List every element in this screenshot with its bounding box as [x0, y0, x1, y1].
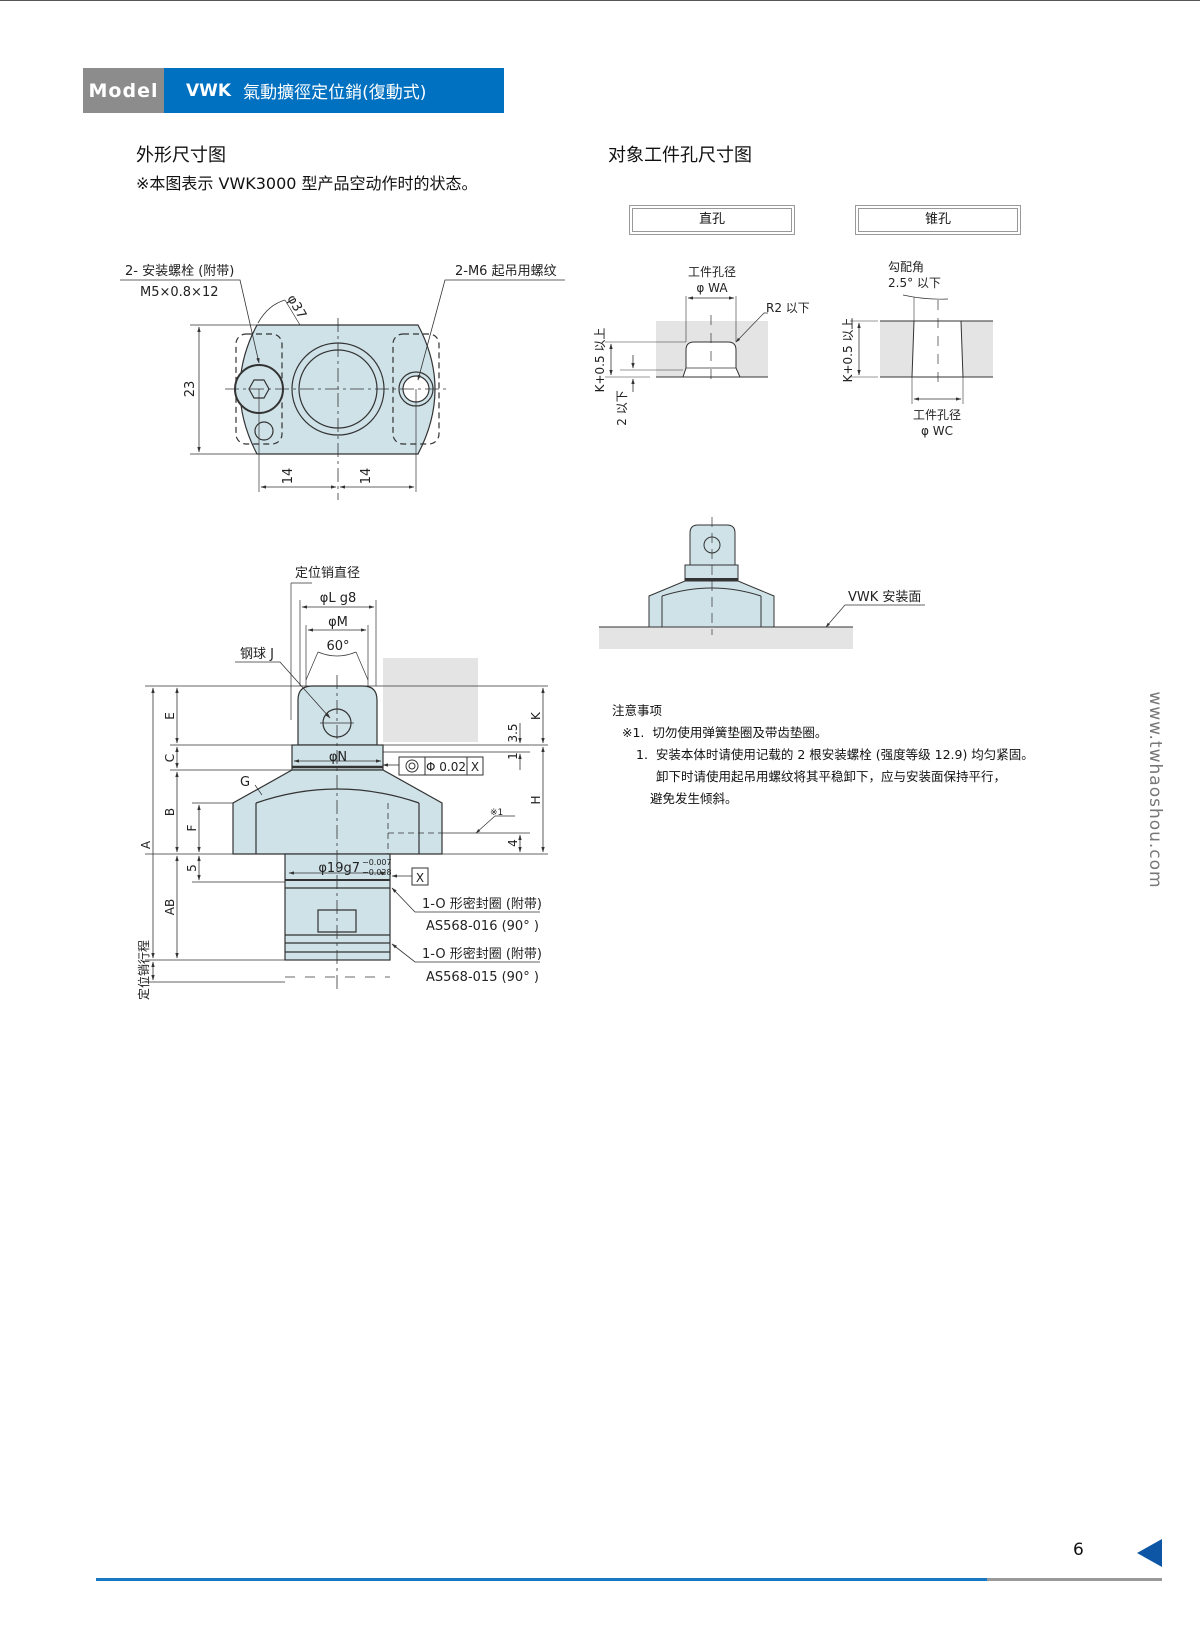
note-1-mark: ※1.: [622, 725, 645, 740]
tolerance-value: Φ 0.02: [426, 760, 466, 774]
dim-h: H: [529, 795, 543, 804]
dim-3-5: 3.5: [506, 723, 520, 742]
tolerance-datum: X: [471, 760, 479, 774]
website-watermark: www.twhaoshou.com: [1145, 691, 1165, 889]
straight-hole-label: 直孔: [629, 205, 795, 235]
mount-surface-label: VWK 安装面: [848, 590, 921, 605]
dim-4: 4: [506, 839, 520, 847]
dim-1: 1: [506, 752, 520, 760]
straight-depth-label: K+0.5 以上: [593, 328, 607, 393]
lift-thread-label: 2-M6 起吊用螺纹: [455, 264, 557, 279]
note-3: 卸下时请使用起吊用螺纹将其平稳卸下，应与安装面保持平行，: [656, 769, 1007, 784]
mounting-diagram: [599, 517, 925, 649]
outline-title: 外形尺寸图: [136, 145, 226, 166]
wa-dia-label: φ WA: [696, 281, 728, 295]
dia-37-label: φ37: [284, 293, 310, 322]
oring2-label: 1-O 形密封圈 (附带): [422, 946, 542, 962]
r2-label: R2 以下: [766, 301, 810, 315]
oring2-spec: AS568-015 (90° ): [426, 970, 539, 985]
taper-hole-diagram: [850, 294, 993, 404]
shaft-dia-label: φ19g7: [318, 861, 360, 876]
note-1: 切勿使用弹簧垫圈及带齿垫圈。: [652, 725, 828, 740]
pitch-right-label: 14: [359, 468, 374, 485]
note-4: 避免发生倾斜。: [650, 791, 738, 806]
note-2: 安装本体时请使用记载的 2 根安装螺栓 (强度等级 12.9) 均匀紧固。: [655, 747, 1034, 762]
dim-stroke: 定位销行程: [136, 940, 151, 1000]
bolt-spec: M5×0.8×12: [140, 285, 219, 300]
dim-b: B: [163, 808, 177, 816]
shaft-tol-lower: −0.028: [362, 868, 392, 877]
dim-5: 5: [185, 864, 199, 872]
wc-dia-label: φ WC: [921, 424, 953, 438]
datum-x-label: X: [416, 871, 424, 885]
top-view: [120, 279, 565, 500]
concentricity-icon: [405, 759, 419, 773]
oring1-label: 1-O 形密封圈 (附带): [422, 896, 542, 912]
taper-angle-value: 2.5° 以下: [888, 276, 941, 290]
model-header: Model VWK 氣動擴徑定位銷(復動式): [83, 68, 504, 113]
side-view: [145, 582, 548, 990]
note-ref-label: ※1: [490, 808, 503, 818]
ball-label: 钢球 J: [240, 647, 274, 662]
pin-dia-label: 定位销直径: [295, 566, 360, 581]
height-23-label: 23: [183, 381, 198, 398]
footer-rule-gray: [987, 1578, 1162, 1581]
notes-section: 注意事项 ※1. 切勿使用弹簧垫圈及带齿垫圈。 1. 安装本体时请使用记载的 2…: [612, 700, 1034, 810]
shaft-tol-upper: −0.007: [362, 858, 392, 867]
dim-ab: AB: [163, 899, 177, 915]
wc-hole-label: 工件孔径: [913, 408, 961, 422]
wa-hole-label: 工件孔径: [688, 265, 736, 279]
phi-n-label: φN: [329, 750, 347, 765]
dim-f: F: [185, 824, 199, 831]
page-number: 6: [1073, 1540, 1084, 1560]
outline-note: ※本图表示 VWK3000 型产品空动作时的状态。: [136, 174, 478, 193]
phi-m-label: φM: [328, 615, 348, 630]
dim-a: A: [139, 840, 153, 849]
model-label: Model: [83, 68, 164, 113]
side-dimension-labels: A E C B AB F 5 K H 3.5 1 4 定位销行程: [136, 711, 543, 1000]
taper-angle-label: 勾配角: [888, 260, 924, 274]
pitch-left-label: 14: [281, 468, 296, 485]
angle-60-label: 60°: [326, 639, 349, 654]
notes-title: 注意事项: [612, 703, 663, 718]
taper-hole-label: 锥孔: [855, 205, 1021, 235]
tolerance-frame: [398, 756, 484, 886]
workpiece-section: [383, 658, 478, 742]
workpiece-title: 对象工件孔尺寸图: [608, 145, 752, 166]
model-code: VWK: [186, 80, 232, 101]
prev-page-triangle-icon[interactable]: [1137, 1539, 1162, 1567]
dim-e: E: [163, 712, 177, 720]
model-name: 氣動擴徑定位銷(復動式): [243, 83, 427, 103]
phi-l-label: φL g8: [320, 591, 356, 606]
dim-k: K: [529, 711, 543, 720]
footer-rule-blue: [96, 1578, 987, 1581]
top-border: [0, 0, 1200, 1]
taper-depth-label: K+0.5 以上: [841, 318, 855, 383]
oring1-spec: AS568-016 (90° ): [426, 919, 539, 934]
chamfer-label: 2 以下: [615, 390, 629, 425]
note-2-mark: 1.: [636, 747, 648, 762]
dim-c: C: [163, 754, 177, 762]
g-label: G: [240, 775, 250, 790]
bolt-label: 2- 安装螺栓 (附带): [125, 264, 234, 279]
straight-hole-diagram: [605, 296, 768, 392]
